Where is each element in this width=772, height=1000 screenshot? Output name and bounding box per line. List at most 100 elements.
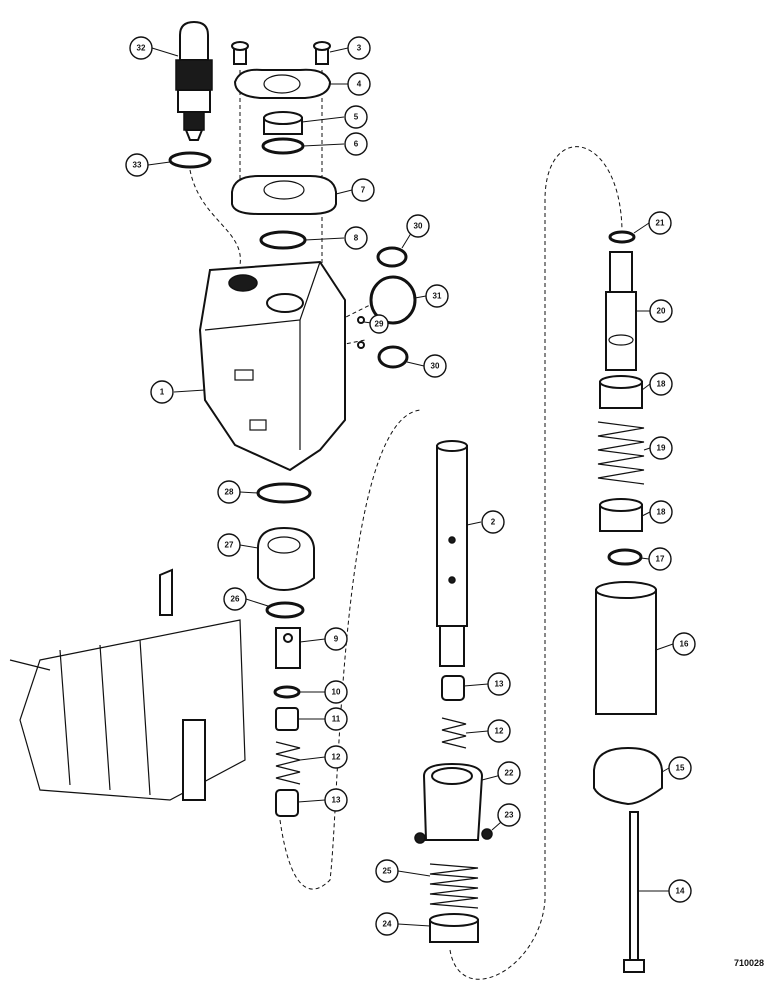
svg-text:18: 18 (657, 508, 666, 517)
svg-text:30: 30 (414, 222, 423, 231)
svg-text:20: 20 (657, 307, 666, 316)
callout-part-3: 3 (347, 36, 371, 60)
ring-part-10 (273, 685, 301, 699)
drawing-id: 710028 (733, 958, 764, 968)
assembly-paths (189, 70, 623, 980)
o-ring-part-33 (168, 151, 212, 169)
svg-text:17: 17 (656, 555, 665, 564)
svg-text:3: 3 (357, 44, 362, 53)
callout-part-25: 25 (375, 859, 399, 883)
screws-part-3 (231, 41, 331, 65)
callout-part-20: 20 (649, 299, 673, 323)
callout-part-33: 33 (125, 153, 149, 177)
bushing-part-5 (263, 111, 303, 135)
svg-text:21: 21 (656, 219, 665, 228)
svg-text:10: 10 (332, 688, 341, 697)
svg-text:12: 12 (495, 727, 504, 736)
ring-part-24 (429, 913, 479, 943)
svg-text:7: 7 (361, 186, 366, 195)
callout-part-7: 7 (351, 178, 375, 202)
callout-part-12-center: 12 (487, 719, 511, 743)
svg-text:16: 16 (680, 640, 689, 649)
svg-text:32: 32 (137, 44, 146, 53)
callout-part-30-upper: 30 (406, 214, 430, 238)
callout-part-6: 6 (344, 132, 368, 156)
o-ring-part-30-lower (377, 345, 409, 369)
callout-layer: 1 2 3 4 5 6 7 8 9 10 11 12 13 12 13 14 1… (125, 36, 696, 936)
svg-text:29: 29 (375, 320, 384, 329)
seat-part-13-left (275, 789, 299, 817)
svg-text:19: 19 (657, 444, 666, 453)
callout-part-11: 11 (324, 707, 348, 731)
callout-part-31: 31 (425, 284, 449, 308)
callout-part-13-center: 13 (487, 672, 511, 696)
callout-part-21: 21 (648, 211, 672, 235)
bolt-part-14 (623, 811, 645, 973)
svg-text:13: 13 (495, 680, 504, 689)
svg-text:8: 8 (354, 234, 359, 243)
svg-text:33: 33 (133, 161, 142, 170)
callout-part-14: 14 (668, 879, 692, 903)
seat-part-13-center (441, 675, 465, 701)
callout-part-16: 16 (672, 632, 696, 656)
spool-part-2 (436, 440, 468, 667)
callout-part-4: 4 (347, 72, 371, 96)
callout-part-22: 22 (497, 761, 521, 785)
callout-part-18-lower: 18 (649, 500, 673, 524)
callout-part-8: 8 (344, 226, 368, 250)
callout-part-32: 32 (129, 36, 153, 60)
callout-part-1: 1 (150, 380, 174, 404)
svg-text:1: 1 (160, 388, 165, 397)
o-ring-part-31 (369, 275, 417, 325)
callout-part-28: 28 (217, 480, 241, 504)
svg-text:5: 5 (354, 113, 359, 122)
svg-text:23: 23 (505, 811, 514, 820)
spring-part-12-left (275, 741, 301, 785)
ball-part-23-left (414, 832, 426, 844)
o-ring-part-6 (261, 137, 305, 155)
callout-part-26: 26 (223, 587, 247, 611)
valve-body-part-1 (198, 260, 346, 472)
callout-leaders (147, 47, 674, 927)
callout-part-24: 24 (375, 912, 399, 936)
callout-part-5: 5 (344, 105, 368, 129)
svg-text:24: 24 (383, 920, 392, 929)
o-ring-part-26 (265, 601, 305, 619)
ball-part-23-right (481, 828, 493, 840)
callout-part-18-upper: 18 (649, 372, 673, 396)
o-ring-part-8 (259, 230, 307, 250)
cap-part-11 (275, 707, 299, 731)
svg-text:2: 2 (491, 518, 496, 527)
callout-part-15: 15 (668, 756, 692, 780)
callout-part-2: 2 (481, 510, 505, 534)
o-ring-part-30-upper (376, 246, 408, 268)
svg-text:13: 13 (332, 796, 341, 805)
svg-text:6: 6 (354, 140, 359, 149)
svg-text:15: 15 (676, 764, 685, 773)
o-ring-part-21 (608, 230, 636, 244)
callout-part-17: 17 (648, 547, 672, 571)
sleeve-part-16 (595, 581, 657, 715)
callout-part-19: 19 (649, 436, 673, 460)
cap-part-27 (257, 526, 315, 592)
svg-text:22: 22 (505, 769, 514, 778)
clevis-part-9 (275, 627, 301, 669)
assembled-valve-view (9, 568, 246, 801)
callout-part-30-lower: 30 (423, 354, 447, 378)
gasket-part-4 (233, 68, 332, 99)
ring-part-17 (607, 548, 643, 566)
callout-part-23: 23 (497, 803, 521, 827)
svg-text:27: 27 (225, 541, 234, 550)
svg-text:14: 14 (676, 887, 685, 896)
flange-part-7 (231, 175, 337, 215)
spring-part-12-center (441, 717, 467, 749)
svg-text:26: 26 (231, 595, 240, 604)
o-ring-part-28 (256, 482, 312, 504)
svg-text:9: 9 (334, 635, 339, 644)
callout-part-12-left: 12 (324, 745, 348, 769)
retainer-part-22 (422, 762, 484, 841)
seat-part-18-upper (599, 375, 643, 409)
callout-part-10: 10 (324, 680, 348, 704)
callout-part-13-left: 13 (324, 788, 348, 812)
